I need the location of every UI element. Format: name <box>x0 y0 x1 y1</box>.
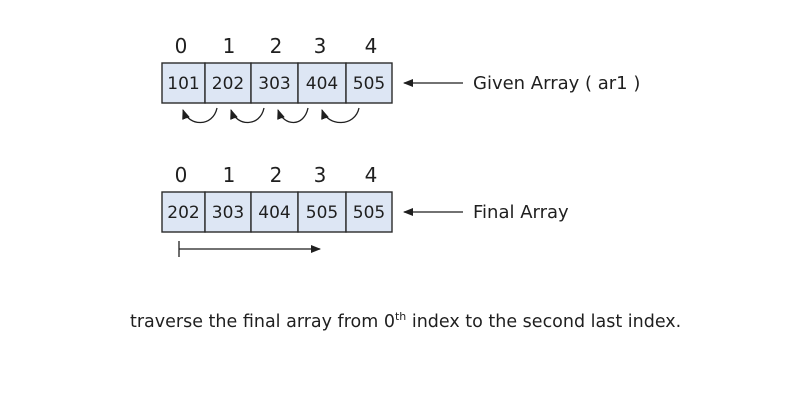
final-array-cell-value-4: 505 <box>353 203 385 223</box>
caption-before: traverse the final array from 0 <box>130 312 395 332</box>
final-array-cell-value-2: 404 <box>258 203 290 223</box>
given-array-index-1: 1 <box>223 34 236 58</box>
caption: traverse the final array from 0th index … <box>130 310 682 332</box>
shift-arrow-1 <box>230 107 265 124</box>
given-array-index-0: 0 <box>175 34 188 58</box>
final-array-cell-3 <box>297 191 347 233</box>
given-array-cell-value-4: 505 <box>353 74 385 94</box>
final-array-indices: 0 1 2 3 4 <box>175 163 378 187</box>
given-array-cell-value-3: 404 <box>306 74 338 94</box>
final-array-index-1: 1 <box>223 163 236 187</box>
traversal-arrow <box>178 241 321 257</box>
final-array-cell-value-1: 303 <box>212 203 244 223</box>
final-array-index-3: 3 <box>314 163 327 187</box>
final-array-cells: 202 303 404 505 505 <box>161 191 393 233</box>
given-array-index-3: 3 <box>314 34 327 58</box>
final-array-cell-value-3: 505 <box>306 203 338 223</box>
final-array-index-0: 0 <box>175 163 188 187</box>
given-array-cell-4 <box>345 62 393 104</box>
caption-superscript: th <box>394 310 407 323</box>
given-array-cells: 101 202 303 404 505 <box>161 62 393 104</box>
given-array-cell-value-1: 202 <box>212 74 244 94</box>
given-array-cell-value-0: 101 <box>167 74 199 94</box>
given-array-cell-2 <box>250 62 299 104</box>
given-array-cell-value-2: 303 <box>258 74 290 94</box>
given-array-indices: 0 1 2 3 4 <box>175 34 378 58</box>
given-array-index-2: 2 <box>270 34 283 58</box>
given-array-cell-1 <box>204 62 252 104</box>
shift-arrows <box>182 107 360 124</box>
given-array-label: Given Array ( ar1 ) <box>473 73 640 94</box>
final-array-cell-4 <box>345 191 393 233</box>
given-array-index-4: 4 <box>365 34 378 58</box>
given-array-cell-0 <box>161 62 206 104</box>
caption-after: index to the second last index. <box>406 312 682 332</box>
final-array-label: Final Array <box>473 202 569 223</box>
shift-arrow-2 <box>277 107 309 124</box>
final-array-index-2: 2 <box>270 163 283 187</box>
shift-arrow-0 <box>182 107 218 124</box>
shift-arrow-3 <box>321 107 360 124</box>
final-array-index-4: 4 <box>365 163 378 187</box>
final-array-cell-value-0: 202 <box>167 203 199 223</box>
